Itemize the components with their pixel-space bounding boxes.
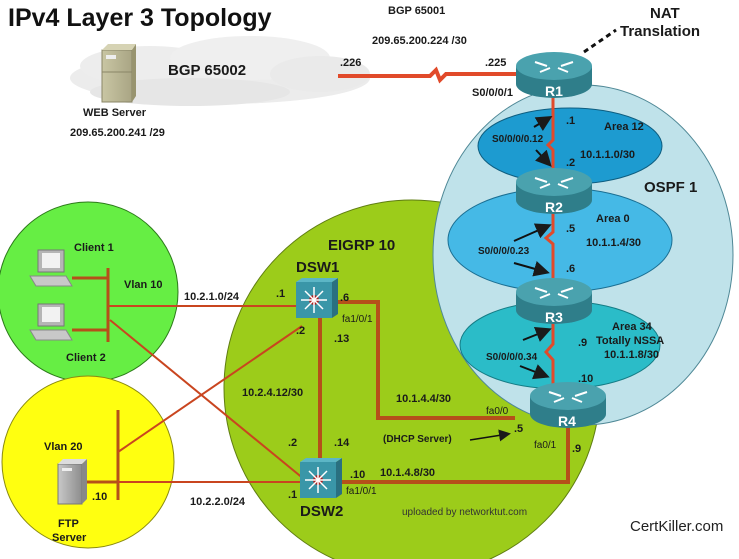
dhcp-note: (DHCP Server): [383, 434, 452, 445]
dsw1-cross-ip: .2: [296, 325, 305, 337]
router-name: R4: [558, 413, 576, 429]
r1-wan-interface: S0/0/0/1: [472, 87, 513, 99]
ftp-server-label-1: FTP: [58, 518, 79, 530]
dsw2-uplink-ip: .10: [350, 469, 365, 481]
router-r4[interactable]: R4: [530, 382, 606, 429]
r3-area34-ip: .9: [578, 337, 587, 349]
r4-link-a-subnet: 10.1.4.4/30: [396, 393, 451, 405]
r1-wan-ip: .225: [485, 57, 506, 69]
arrow-icon: [519, 364, 550, 380]
web-server-subnet: 209.65.200.241 /29: [70, 127, 165, 139]
r2-area0-ip: .5: [566, 223, 575, 235]
client-2-icon[interactable]: [29, 303, 73, 341]
dsw2-label: DSW2: [300, 503, 343, 520]
page-title: IPv4 Layer 3 Topology: [8, 4, 272, 32]
dsw1-vlan10-ip: .1: [276, 288, 285, 300]
ftp-server-ip: .10: [92, 491, 107, 503]
arrow-icon: [534, 149, 552, 167]
vlan10-label: Vlan 10: [124, 279, 163, 291]
dsw1-uplink-if: fa1/0/1: [342, 314, 373, 325]
dsw2-uplink-if: fa1/0/1: [346, 486, 377, 497]
r1-area12-ip: .1: [566, 115, 575, 127]
vlan10-subnet: 10.2.1.0/24: [184, 291, 240, 303]
dsw2-trunk-ip: .14: [334, 437, 350, 449]
nat-pointer: [583, 28, 617, 54]
r3-area0-ip: .6: [566, 263, 575, 275]
web-server-label: WEB Server: [83, 107, 147, 119]
r4-link-b-if: fa0/1: [534, 440, 557, 451]
bgp-65002-label: BGP 65002: [168, 62, 246, 79]
client-2-label: Client 2: [66, 352, 106, 364]
area-34-type: Totally NSSA: [596, 335, 664, 347]
arrow-icon: [513, 223, 552, 242]
server-icon: [101, 44, 136, 103]
r2-area12-ip: .2: [566, 157, 575, 169]
dsw1-trunk-ip: .13: [334, 333, 349, 345]
nat-label: NAT: [650, 5, 680, 22]
eigrp-label: EIGRP 10: [328, 237, 395, 254]
area-34-subnet: 10.1.1.8/30: [604, 349, 659, 361]
area-34-interface: S0/0/0/0.34: [486, 352, 538, 363]
bgp-65001-label: BGP 65001: [388, 5, 445, 17]
client-1-icon[interactable]: [29, 249, 73, 287]
arrow-icon: [469, 429, 511, 442]
vlan20-label: Vlan 20: [44, 441, 83, 453]
brand-watermark: CertKiller.com: [630, 518, 723, 535]
uplinks: [108, 305, 311, 485]
area-12-interface: S0/0/0/0.12: [492, 134, 544, 145]
ftp-server-label-2: Server: [52, 532, 87, 544]
trunk-subnet: 10.2.4.12/30: [242, 387, 303, 399]
router-name: R3: [545, 309, 563, 325]
dsw2-cross-ip: .2: [288, 437, 297, 449]
router-name: R2: [545, 199, 563, 215]
r4-link-a-if: fa0/0: [486, 406, 509, 417]
area-12-label: Area 12: [604, 121, 644, 133]
area-12-subnet: 10.1.1.0/30: [580, 149, 635, 161]
ospf-label: OSPF 1: [644, 179, 697, 196]
dsw1-uplink-ip: .6: [340, 292, 349, 304]
area-34-label: Area 34: [612, 321, 653, 333]
r4-link-b-ip: .9: [572, 443, 581, 455]
arrow-icon: [533, 115, 553, 132]
ftp-server-icon[interactable]: [57, 459, 87, 505]
switch-dsw2[interactable]: [300, 458, 342, 498]
arrow-icon: [513, 261, 550, 277]
dsw2-vlan20-ip: .1: [288, 489, 297, 501]
r4-area34-ip: .10: [578, 373, 593, 385]
wan-link: [338, 66, 520, 84]
nat-translation-label: Translation: [620, 23, 700, 40]
router-r2[interactable]: R2: [516, 168, 592, 215]
switch-dsw1[interactable]: [296, 278, 338, 318]
arrow-icon: [522, 327, 552, 342]
area-0-label: Area 0: [596, 213, 630, 225]
vlan20-region: [1, 375, 175, 549]
router-name: R1: [545, 83, 563, 99]
router-r3[interactable]: R3: [516, 278, 592, 325]
vlan20-subnet: 10.2.2.0/24: [190, 496, 246, 508]
router-r1[interactable]: R1: [516, 52, 592, 99]
core-links: [318, 300, 570, 484]
isp-ip: .226: [340, 57, 361, 69]
area-0-subnet: 10.1.1.4/30: [586, 237, 641, 249]
r4-link-b-subnet: 10.1.4.8/30: [380, 467, 435, 479]
client-1-label: Client 1: [74, 242, 114, 254]
r4-link-a-ip: .5: [514, 423, 523, 435]
uploaded-watermark: uploaded by networktut.com: [402, 507, 527, 518]
dsw1-label: DSW1: [296, 259, 339, 276]
area-0-interface: S0/0/0/0.23: [478, 246, 530, 257]
wan-subnet: 209.65.200.224 /30: [372, 35, 467, 47]
